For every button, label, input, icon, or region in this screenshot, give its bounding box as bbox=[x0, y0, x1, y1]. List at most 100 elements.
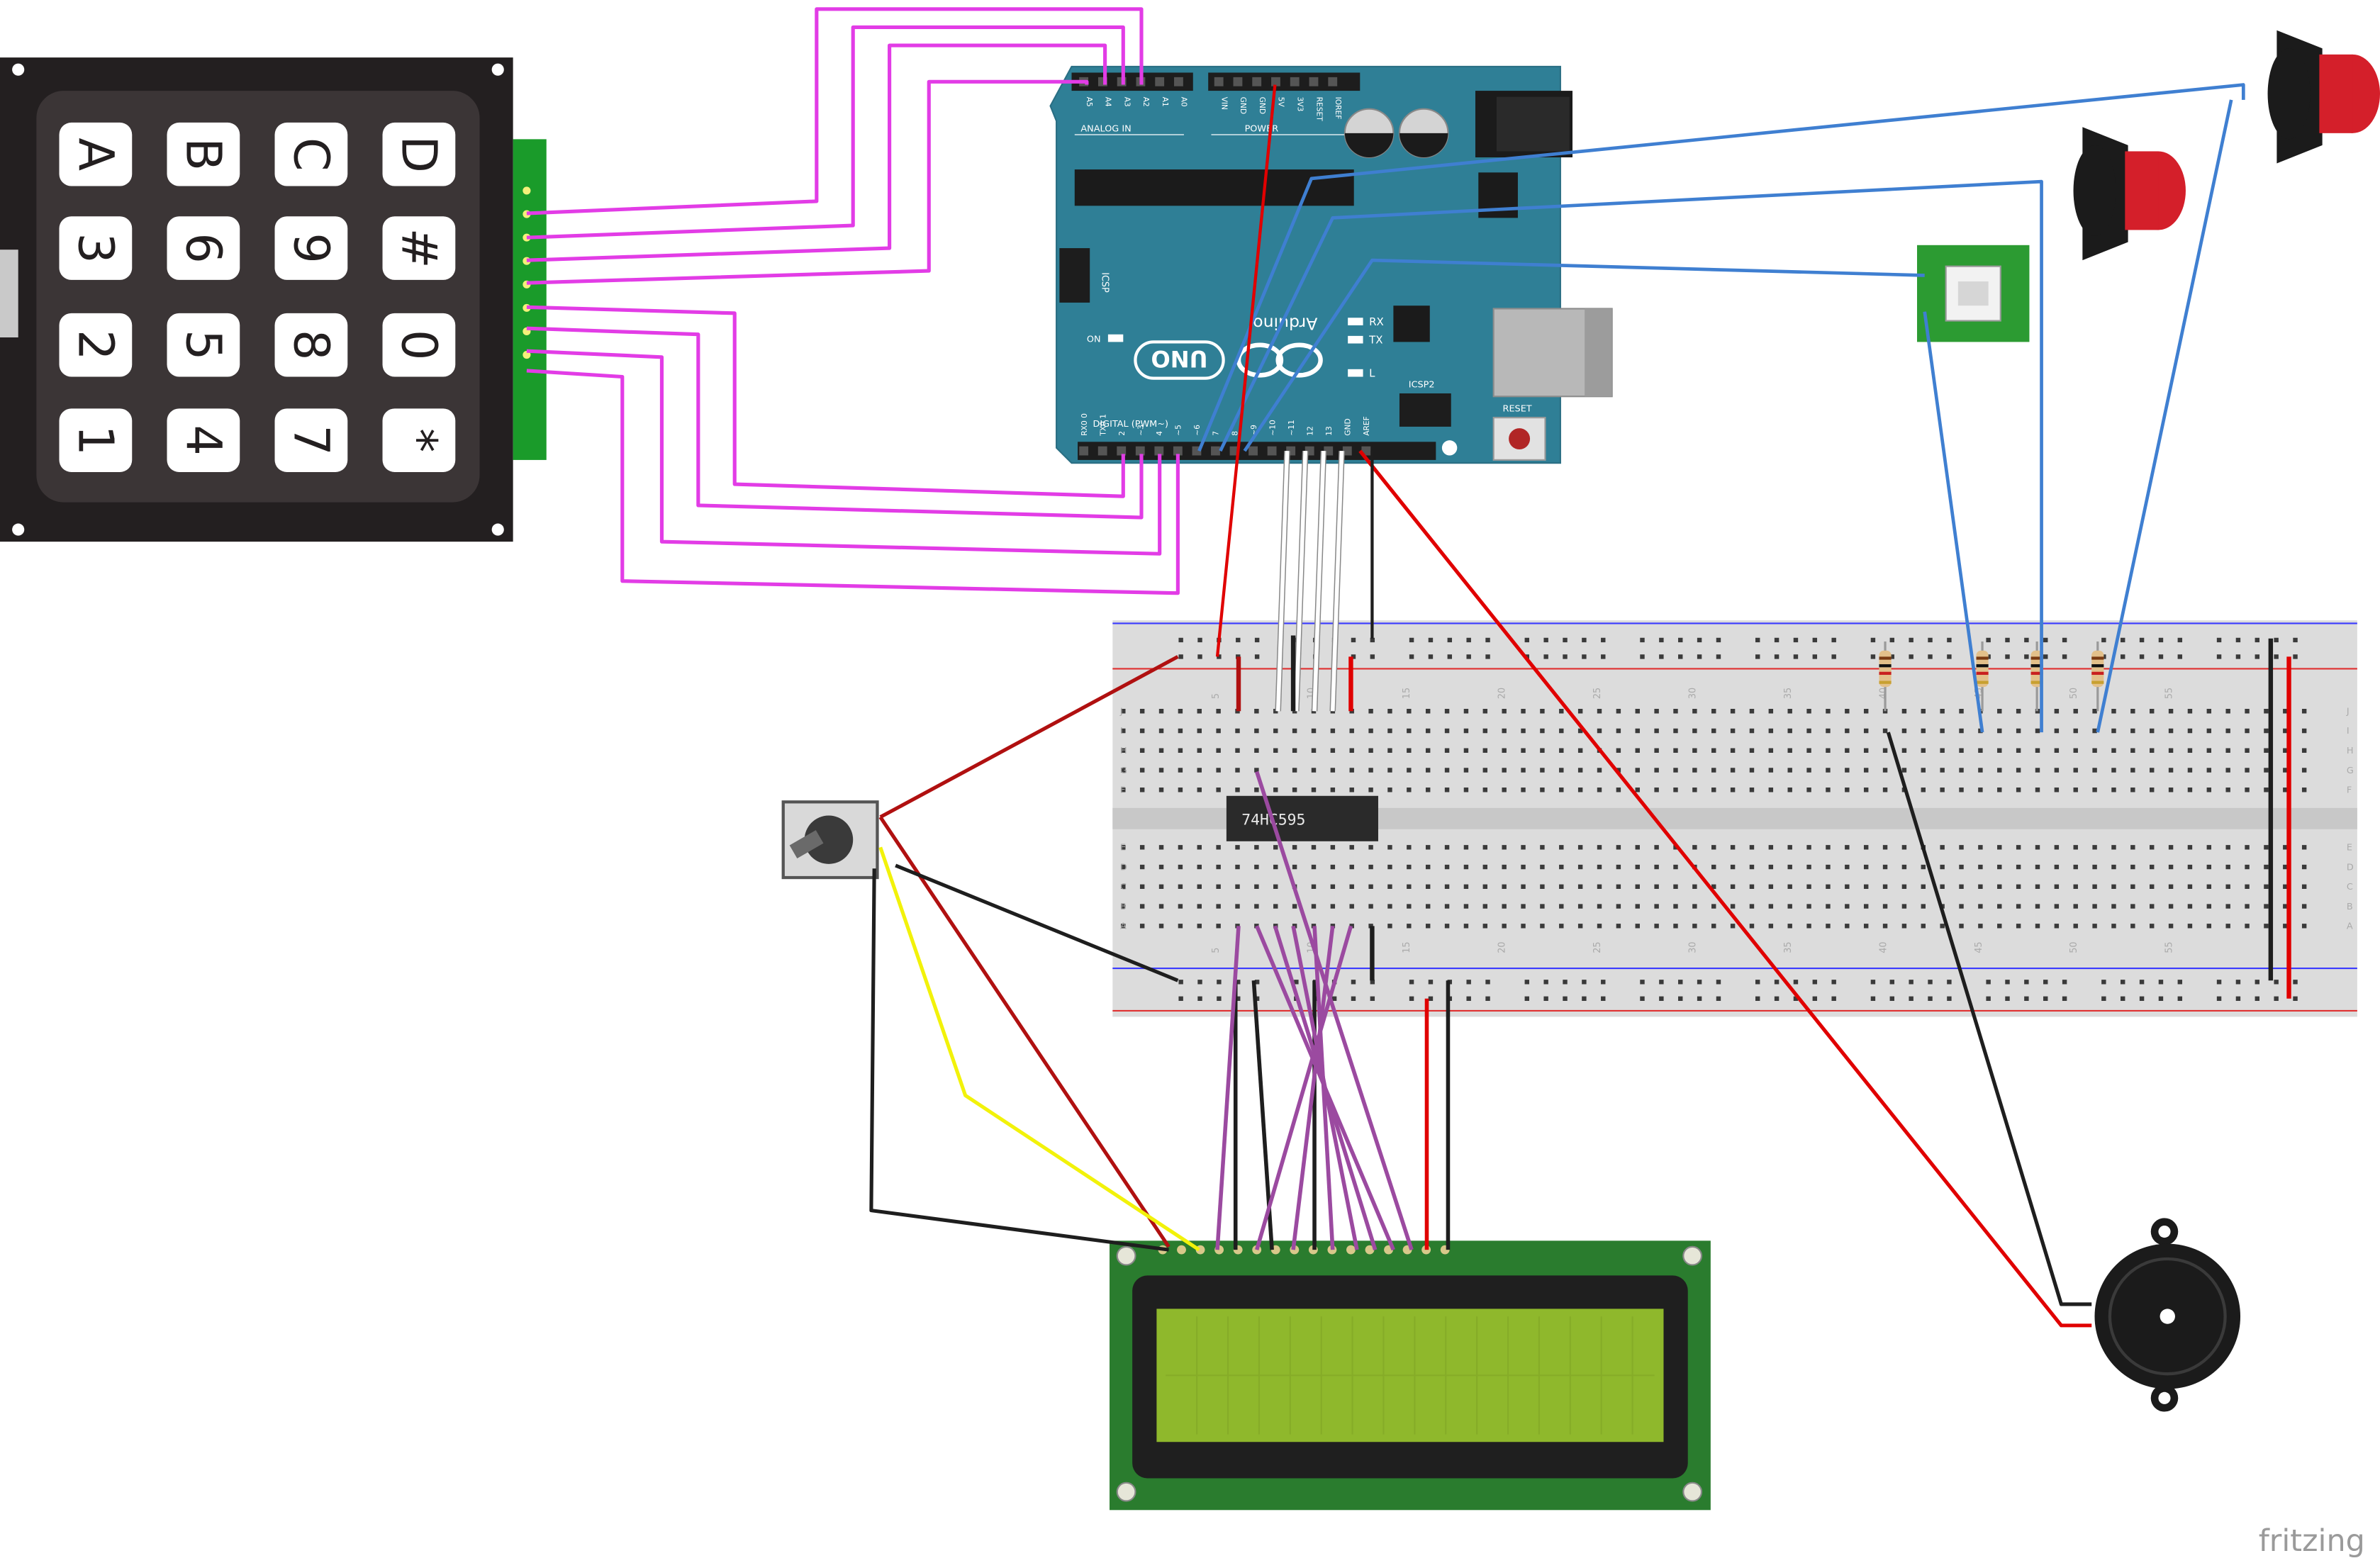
digital-pin-label: ~6 bbox=[1192, 425, 1202, 436]
wire-keypad-digital[interactable] bbox=[526, 349, 1162, 556]
digital-pin-label: GND bbox=[1343, 418, 1353, 435]
icsp2-label: ICSP2 bbox=[1409, 379, 1435, 390]
pot-knob[interactable] bbox=[804, 815, 854, 864]
wire-pot-gnd[interactable] bbox=[895, 863, 1179, 982]
keypad-key-label: * bbox=[390, 428, 446, 452]
header-pin bbox=[1309, 77, 1319, 86]
wire-keypad-analog[interactable] bbox=[526, 79, 1089, 285]
wire-sensor-resistor[interactable] bbox=[1923, 311, 1984, 733]
breadboard-row-label: C bbox=[2347, 882, 2353, 892]
wire-keypad-digital[interactable] bbox=[526, 305, 1125, 498]
wire-button1[interactable] bbox=[1197, 83, 2245, 452]
digital-pin-label: AREF bbox=[1362, 416, 1371, 436]
push-button-1[interactable] bbox=[2267, 30, 2380, 164]
lcd-mount-hole bbox=[1116, 1245, 1136, 1266]
push-button-2[interactable] bbox=[2073, 127, 2186, 261]
wire-pot-wiper[interactable] bbox=[878, 846, 1200, 1252]
keypad-key[interactable] bbox=[274, 408, 348, 472]
wire-ic-lcd[interactable] bbox=[1255, 771, 1414, 1250]
keypad-key[interactable] bbox=[167, 216, 240, 280]
keypad-key[interactable] bbox=[59, 313, 133, 377]
keypad-key[interactable] bbox=[382, 313, 456, 377]
keypad-key[interactable] bbox=[382, 216, 456, 280]
wire-buzzer-gnd[interactable] bbox=[1886, 732, 2092, 1306]
reset-button-cap[interactable] bbox=[1509, 428, 1531, 449]
wire-pot-lcd-gnd[interactable] bbox=[869, 868, 1169, 1252]
keypad-key[interactable] bbox=[382, 408, 456, 472]
digital-pin-label: 8 bbox=[1230, 431, 1239, 436]
keypad-key[interactable] bbox=[59, 216, 133, 280]
keypad-key[interactable] bbox=[382, 122, 456, 186]
resistor-band bbox=[2030, 664, 2043, 668]
digital-pin-label: ~5 bbox=[1174, 425, 1183, 436]
keypad-key[interactable] bbox=[274, 122, 348, 186]
wire-keypad-digital[interactable] bbox=[526, 326, 1144, 520]
header-pin bbox=[1117, 446, 1127, 456]
wire-5v[interactable] bbox=[1215, 84, 1277, 657]
potentiometer[interactable] bbox=[781, 800, 879, 880]
breadboard-row-label: I bbox=[1120, 726, 1123, 736]
analog-pin-label: A0 bbox=[1180, 97, 1189, 107]
buzzer-tab-hole bbox=[2158, 1225, 2171, 1238]
breadboard-row-label: B bbox=[2347, 902, 2353, 912]
keypad-key-label: 0 bbox=[390, 330, 446, 360]
wire-data[interactable] bbox=[1294, 451, 1307, 712]
breadboard-column-label: 20 bbox=[1497, 941, 1508, 953]
l-label: L bbox=[1369, 367, 1375, 380]
keypad-mount-hole bbox=[491, 523, 504, 536]
wire-keypad-analog[interactable] bbox=[526, 7, 1144, 215]
keypad-key-label: # bbox=[390, 228, 446, 268]
breadboard-row-label: E bbox=[1120, 843, 1126, 853]
digital-pin-label: RX0 0 bbox=[1080, 413, 1089, 436]
power-pin-label: GND bbox=[1258, 97, 1267, 114]
analog-pin-label: A2 bbox=[1141, 97, 1151, 107]
breadboard-column-label: 35 bbox=[1783, 941, 1794, 953]
wire-button2[interactable] bbox=[1219, 179, 2043, 733]
keypad-key-label: 6 bbox=[174, 233, 230, 263]
wire-data[interactable] bbox=[1330, 451, 1344, 712]
breadboard-column-label: 55 bbox=[2164, 688, 2175, 699]
power-jack-inner bbox=[1496, 96, 1570, 152]
breadboard-column-label: 5 bbox=[1211, 693, 1222, 699]
wire-ic-lcd[interactable] bbox=[1255, 925, 1353, 1250]
keypad-key[interactable] bbox=[167, 313, 240, 377]
wire-keypad-analog[interactable] bbox=[526, 43, 1107, 262]
wire-button1-resistor[interactable] bbox=[2096, 99, 2233, 733]
keypad-key[interactable] bbox=[274, 313, 348, 377]
lcd-pin bbox=[1365, 1245, 1375, 1255]
header-pin bbox=[1173, 446, 1183, 456]
keypad-key[interactable] bbox=[274, 216, 348, 280]
resistor-band bbox=[1879, 664, 1892, 668]
button-housing bbox=[2267, 48, 2311, 140]
wire-data[interactable] bbox=[1312, 451, 1326, 712]
power-pin-label: VIN bbox=[1219, 97, 1229, 110]
keypad-mount-hole bbox=[491, 63, 504, 76]
wire-sensor[interactable] bbox=[1243, 258, 1925, 452]
keypad-key[interactable] bbox=[59, 408, 133, 472]
keypad-key[interactable] bbox=[59, 122, 133, 186]
wire-ic-lcd[interactable] bbox=[1291, 926, 1335, 1250]
keypad-key[interactable] bbox=[167, 122, 240, 186]
breadboard-column-label: 5 bbox=[1211, 948, 1222, 953]
wire-buzzer[interactable] bbox=[1358, 449, 2092, 1328]
keypad-connector bbox=[513, 139, 547, 460]
buzzer-tab-hole bbox=[2158, 1391, 2171, 1404]
breadboard-row-label: C bbox=[1120, 882, 1127, 892]
wire-pot-lcd[interactable] bbox=[878, 816, 1171, 1248]
wire-data[interactable] bbox=[1275, 451, 1290, 712]
analog-pin-label: A3 bbox=[1122, 97, 1132, 107]
resistor-band bbox=[1879, 680, 1892, 684]
wire-pot-vcc[interactable] bbox=[879, 655, 1179, 819]
wire-keypad-digital[interactable] bbox=[526, 369, 1180, 595]
keypad-key[interactable] bbox=[167, 408, 240, 472]
usb-port-edge bbox=[1585, 308, 1612, 397]
breadboard-column-label: 50 bbox=[2069, 941, 2079, 953]
wire-ic-lcd[interactable] bbox=[1215, 926, 1241, 1250]
header-pin bbox=[1328, 77, 1338, 86]
keypad-pin bbox=[523, 186, 531, 195]
lcd-pin bbox=[1177, 1245, 1186, 1255]
ic-body bbox=[1226, 795, 1378, 841]
wire-ic-lcd[interactable] bbox=[1312, 926, 1335, 1250]
breadboard-row-label: I bbox=[2347, 726, 2350, 736]
wire-keypad-analog[interactable] bbox=[526, 25, 1125, 240]
